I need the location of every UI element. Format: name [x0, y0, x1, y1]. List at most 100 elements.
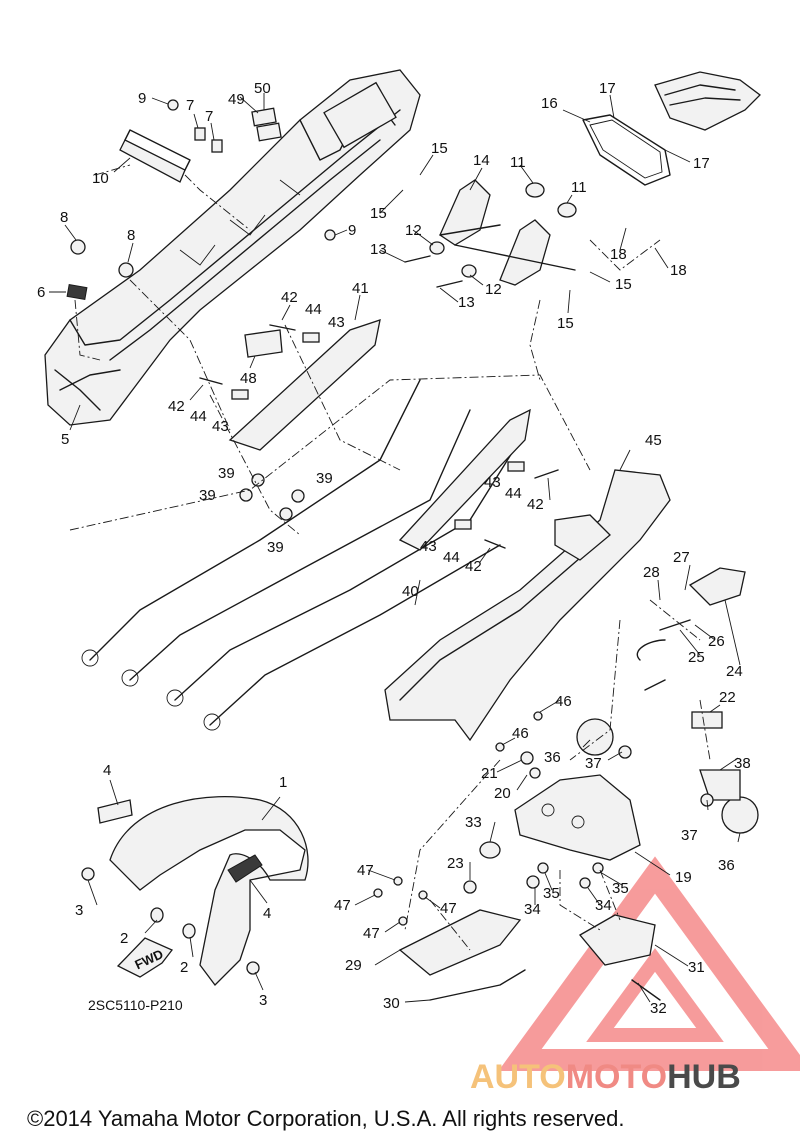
callout-28: 28	[643, 564, 660, 581]
callout-42: 42	[527, 496, 544, 513]
part-1-front-fender-drawing	[97, 795, 309, 986]
callout-47: 47	[357, 862, 374, 879]
callout-42: 42	[281, 289, 298, 306]
callout-23: 23	[447, 855, 464, 872]
callout-13: 13	[458, 294, 475, 311]
callout-36: 36	[544, 749, 561, 766]
callout-43: 43	[328, 314, 345, 331]
leader-lines	[49, 93, 741, 1003]
callout-15: 15	[370, 205, 387, 222]
callout-27: 27	[673, 549, 690, 566]
part-24-turn-signal-drawing	[636, 567, 746, 691]
front-fender-fasteners-drawing	[81, 867, 260, 975]
callout-38: 38	[734, 755, 751, 772]
callout-43: 43	[212, 418, 229, 435]
callout-5: 5	[61, 431, 69, 448]
callout-25: 25	[688, 649, 705, 666]
callout-8: 8	[60, 209, 68, 226]
part-14-bracket-drawing	[439, 179, 576, 286]
callout-42: 42	[168, 398, 185, 415]
fwd-arrow-icon: FWD	[116, 937, 174, 978]
callout-50: 50	[254, 80, 271, 97]
part-38-bracket-drawing	[699, 769, 741, 801]
watermark-wordmark: AUTOMOTOHUB	[470, 1058, 741, 1096]
callout-8: 8	[127, 227, 135, 244]
callout-3: 3	[259, 992, 267, 1009]
callout-37: 37	[585, 755, 602, 772]
callout-34: 34	[595, 897, 612, 914]
callout-17: 17	[693, 155, 710, 172]
callout-47: 47	[334, 897, 351, 914]
callout-labels: 1 2 2 3 3 4 4 5 6 7 7 8 8 9 9 10 11 11 1…	[37, 80, 751, 1017]
callout-12: 12	[405, 222, 422, 239]
callout-46: 46	[555, 693, 572, 710]
callout-4: 4	[103, 762, 111, 779]
callout-18: 18	[610, 246, 627, 263]
callout-13: 13	[370, 241, 387, 258]
callout-39: 39	[199, 487, 216, 504]
callout-44: 44	[190, 408, 207, 425]
callout-40: 40	[402, 583, 419, 600]
part-10-tube-drawing	[119, 129, 191, 183]
callout-2: 2	[120, 930, 128, 947]
callout-44: 44	[305, 301, 322, 318]
callout-43: 43	[484, 474, 501, 491]
callout-18: 18	[670, 262, 687, 279]
callout-15: 15	[431, 140, 448, 157]
watermark-moto: MOTO	[566, 1058, 667, 1096]
watermark-triangle-icon	[498, 856, 800, 1071]
license-bracket-drawing	[514, 774, 641, 861]
callout-1: 1	[279, 774, 287, 791]
callout-24: 24	[726, 663, 743, 680]
callout-39: 39	[218, 465, 235, 482]
callout-37: 37	[681, 827, 698, 844]
callout-12: 12	[485, 281, 502, 298]
callout-44: 44	[505, 485, 522, 502]
callout-45: 45	[645, 432, 662, 449]
callout-11: 11	[571, 179, 587, 196]
callout-15: 15	[557, 315, 574, 332]
callout-7: 7	[205, 108, 213, 125]
callout-39: 39	[316, 470, 333, 487]
watermark-auto: AUTO	[470, 1058, 566, 1096]
callout-6: 6	[37, 284, 45, 301]
taillight-drawing	[582, 71, 761, 186]
callout-42: 42	[465, 558, 482, 575]
callout-32: 32	[650, 1000, 667, 1017]
callout-19: 19	[675, 869, 692, 886]
callout-21: 21	[481, 765, 498, 782]
callout-46: 46	[512, 725, 529, 742]
callout-44: 44	[443, 549, 460, 566]
callout-26: 26	[708, 633, 725, 650]
part-36-reflectors-drawing	[576, 718, 759, 834]
callout-47: 47	[363, 925, 380, 942]
callout-14: 14	[473, 152, 490, 169]
watermark-word-auto: AUTOMOTOHUB	[470, 1058, 741, 1096]
callout-35: 35	[543, 885, 560, 902]
callout-49: 49	[228, 91, 245, 108]
callout-20: 20	[494, 785, 511, 802]
callout-29: 29	[345, 957, 362, 974]
rear-frame-drawing	[44, 69, 421, 426]
part-40-cover-drawing	[398, 408, 531, 551]
part-22-license-light-drawing	[691, 711, 723, 729]
diagram-code: 2SC5110-P210	[88, 997, 183, 1013]
bolts-42-44-drawing	[199, 324, 559, 549]
callout-35: 35	[612, 880, 629, 897]
callout-9: 9	[348, 222, 356, 239]
callout-34: 34	[524, 901, 541, 918]
callout-2: 2	[180, 959, 188, 976]
callout-22: 22	[719, 689, 736, 706]
callout-43: 43	[420, 538, 437, 555]
callout-31: 31	[688, 959, 705, 976]
callout-11: 11	[510, 154, 526, 171]
callout-48: 48	[240, 370, 257, 387]
callout-15: 15	[615, 276, 632, 293]
callout-3: 3	[75, 902, 83, 919]
stays-29-30-drawing	[398, 909, 526, 1001]
callout-41: 41	[352, 280, 369, 297]
part-39-grommets-drawing	[239, 473, 305, 521]
callout-17: 17	[599, 80, 616, 97]
callout-4: 4	[263, 905, 271, 922]
